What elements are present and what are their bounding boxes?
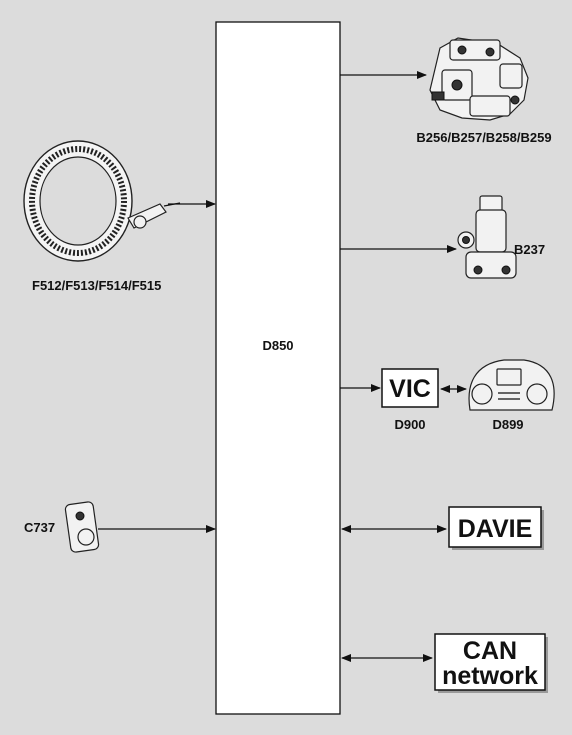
vic-box bbox=[381, 368, 439, 408]
key-switch-icon bbox=[64, 501, 100, 553]
wheel-sensors-label: F512/F513/F514/F515 bbox=[32, 278, 161, 293]
can-box bbox=[434, 633, 546, 691]
instrument-cluster-icon bbox=[468, 359, 555, 411]
tone-wheel-sensor-icon bbox=[23, 140, 181, 262]
controller-label: D850 bbox=[262, 338, 293, 353]
modulator-valve-icon bbox=[429, 37, 529, 121]
valve-label: B237 bbox=[514, 242, 545, 257]
can-box-line2: network bbox=[442, 662, 538, 690]
instrument-label: D899 bbox=[492, 417, 523, 432]
solenoid-valve-icon bbox=[457, 195, 517, 279]
switch-label: C737 bbox=[24, 520, 55, 535]
vic-label: D900 bbox=[394, 417, 425, 432]
davie-box bbox=[448, 506, 542, 548]
can-box-line1: CAN bbox=[463, 637, 517, 665]
controller-box-d850 bbox=[215, 21, 341, 715]
davie-box-text: DAVIE bbox=[458, 515, 533, 543]
vic-box-text: VIC bbox=[389, 375, 431, 403]
modulators-label: B256/B257/B258/B259 bbox=[416, 130, 551, 145]
